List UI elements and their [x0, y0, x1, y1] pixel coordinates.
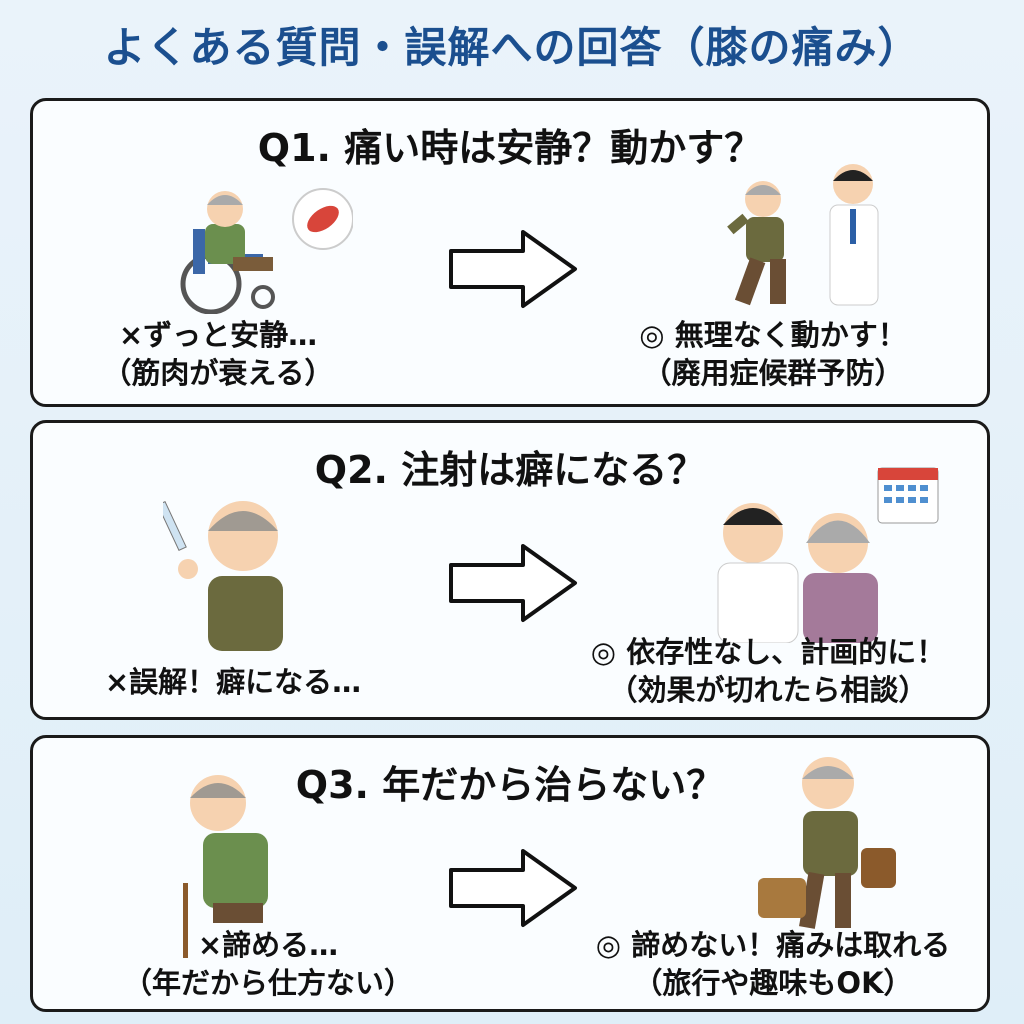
right-arrow-icon: [449, 544, 577, 622]
question-q2: Q2. 注射は癖になる？: [314, 448, 706, 492]
elderly-with-cane-illustration: [183, 775, 268, 958]
good-answer-q1: ◎ 無理なく動かす！ （廃用症候群予防）: [573, 316, 973, 392]
good-answer-line2: （旅行や趣味もOK）: [633, 966, 913, 1000]
elderly-with-syringe-illustration: [163, 500, 283, 651]
faq-panel-q3: Q3. 年だから治らない？ ×諦める… （年だから仕方ない） ◎ 諦めない！痛み…: [30, 735, 990, 1012]
question-q1: Q1. 痛い時は安静？動かす？: [257, 126, 763, 170]
good-answer-line1: ◎ 諦めない！痛みは取れる: [595, 928, 951, 962]
doctor-injecting-elderly-illustration: [717, 467, 939, 643]
bad-answer-line1: ×誤解！癖になる…: [104, 665, 362, 699]
elderly-exercising-with-doctor-illustration: [727, 164, 879, 306]
bad-answer-q1: ×ずっと安静… （筋肉が衰える）: [73, 316, 363, 392]
good-answer-line1: ◎ 無理なく動かす！: [639, 318, 907, 352]
bad-answer-q2: ×誤解！癖になる…: [53, 663, 413, 701]
elderly-wheelchair-illustration: [180, 188, 353, 314]
good-answer-q3: ◎ 諦めない！痛みは取れる （旅行や趣味もOK）: [553, 926, 993, 1002]
right-arrow-icon: [449, 230, 577, 308]
faq-panel-q2: Q2. 注射は癖になる？ ×誤解！癖になる… ◎ 依存性なし、計画的に！ （効果…: [30, 420, 990, 720]
good-answer-line1: ◎ 依存性なし、計画的に！: [590, 635, 946, 669]
bad-answer-line2: （年だから仕方ない）: [122, 966, 413, 1000]
good-answer-line2: （効果が切れたら相談）: [608, 673, 928, 707]
bad-answer-line2: （筋肉が衰える）: [102, 356, 334, 390]
faq-panel-q1: Q1. 痛い時は安静？動かす？ ×ずっと安静… （筋肉が衰える） ◎ 無理なく動…: [30, 98, 990, 407]
right-arrow-icon: [449, 849, 577, 927]
bad-answer-line1: ×諦める…: [197, 928, 339, 962]
good-answer-line2: （廃用症候群予防）: [642, 356, 904, 390]
bad-answer-line1: ×ずっと安静…: [118, 318, 318, 352]
bad-answer-q3: ×諦める… （年だから仕方ない）: [103, 926, 433, 1002]
question-q3: Q3. 年だから治らない？: [295, 763, 725, 807]
elderly-traveling-illustration: [758, 757, 896, 929]
page-title: よくある質問・誤解への回答（膝の痛み）: [103, 23, 921, 72]
good-answer-q2: ◎ 依存性なし、計画的に！ （効果が切れたら相談）: [548, 633, 988, 709]
